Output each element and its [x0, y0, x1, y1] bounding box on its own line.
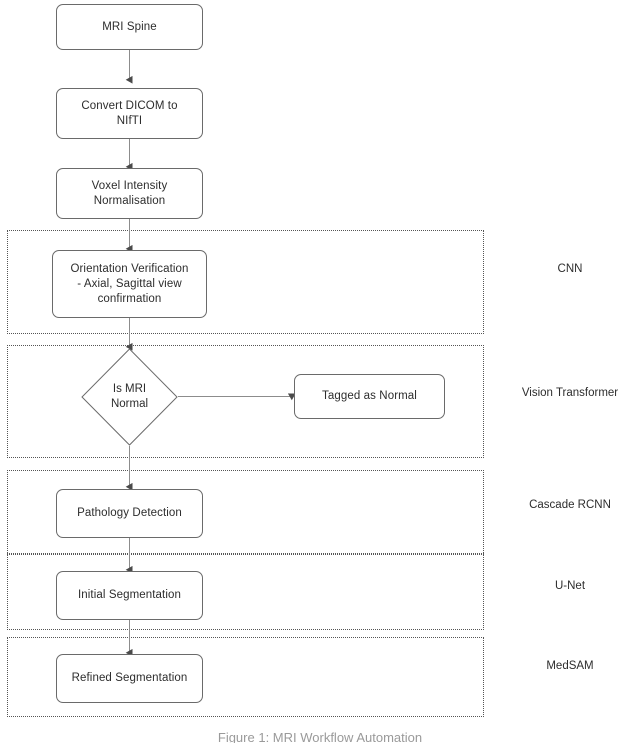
diamond-shape	[81, 348, 178, 446]
stage-label-cnn-text: CNN	[557, 263, 583, 275]
node-orientation-line3: confirmation	[97, 292, 162, 305]
stage-label-medsam: MedSAM	[500, 659, 640, 673]
decision-line2: Normal	[110, 398, 149, 410]
decision-line1: Is MRI	[112, 383, 147, 395]
stage-region-medsam	[7, 637, 484, 717]
stage-region-unet	[7, 553, 484, 630]
node-convert-dicom-line1: Convert DICOM to	[81, 99, 178, 112]
node-pathology-detection-label: Pathology Detection	[77, 507, 182, 519]
figure-caption: Figure 1: MRI Workflow Automation	[0, 730, 640, 743]
node-convert-dicom-to-nifti[interactable]: Convert DICOM to NIfTI	[56, 88, 203, 139]
node-orientation-line1: Orientation Verification	[70, 262, 189, 275]
node-mri-spine[interactable]: MRI Spine	[56, 4, 203, 50]
node-orientation-verification[interactable]: Orientation Verification - Axial, Sagitt…	[52, 250, 207, 318]
node-tagged-as-normal[interactable]: Tagged as Normal	[294, 374, 445, 419]
node-initial-segmentation-label: Initial Segmentation	[77, 589, 181, 601]
node-orientation-line2: - Axial, Sagittal view	[77, 277, 182, 290]
stage-label-cascade-rcnn: Cascade RCNN	[500, 498, 640, 512]
node-tagged-as-normal-label: Tagged as Normal	[322, 390, 417, 402]
node-refined-segmentation[interactable]: Refined Segmentation	[56, 654, 203, 703]
node-is-mri-normal[interactable]: Is MRI Normal	[81, 348, 178, 446]
node-voxel-intensity-normalisation[interactable]: Voxel Intensity Normalisation	[56, 168, 203, 219]
stage-label-vision-transformer-text: Vision Transformer	[521, 387, 619, 399]
stage-label-vision-transformer: Vision Transformer	[500, 386, 640, 400]
node-mri-spine-label: MRI Spine	[102, 20, 157, 33]
stage-label-unet-text: U-Net	[554, 580, 586, 592]
node-voxel-line1: Voxel Intensity	[91, 179, 168, 192]
stage-label-unet: U-Net	[500, 579, 640, 593]
stage-region-cnn	[7, 230, 484, 334]
stage-label-medsam-text: MedSAM	[546, 660, 594, 672]
stage-label-cnn: CNN	[500, 262, 640, 276]
node-initial-segmentation[interactable]: Initial Segmentation	[56, 571, 203, 620]
node-convert-dicom-line2: NIfTI	[116, 114, 143, 127]
stage-region-vision-transformer	[7, 345, 484, 458]
stage-region-cascade-rcnn	[7, 470, 484, 555]
figure-caption-text: Figure 1: MRI Workflow Automation	[217, 730, 423, 743]
node-pathology-detection[interactable]: Pathology Detection	[56, 489, 203, 538]
node-voxel-line2: Normalisation	[93, 194, 166, 207]
node-is-mri-normal-label: Is MRI Normal	[81, 348, 178, 446]
node-refined-segmentation-label: Refined Segmentation	[71, 672, 188, 684]
stage-label-cascade-rcnn-text: Cascade RCNN	[529, 499, 611, 511]
